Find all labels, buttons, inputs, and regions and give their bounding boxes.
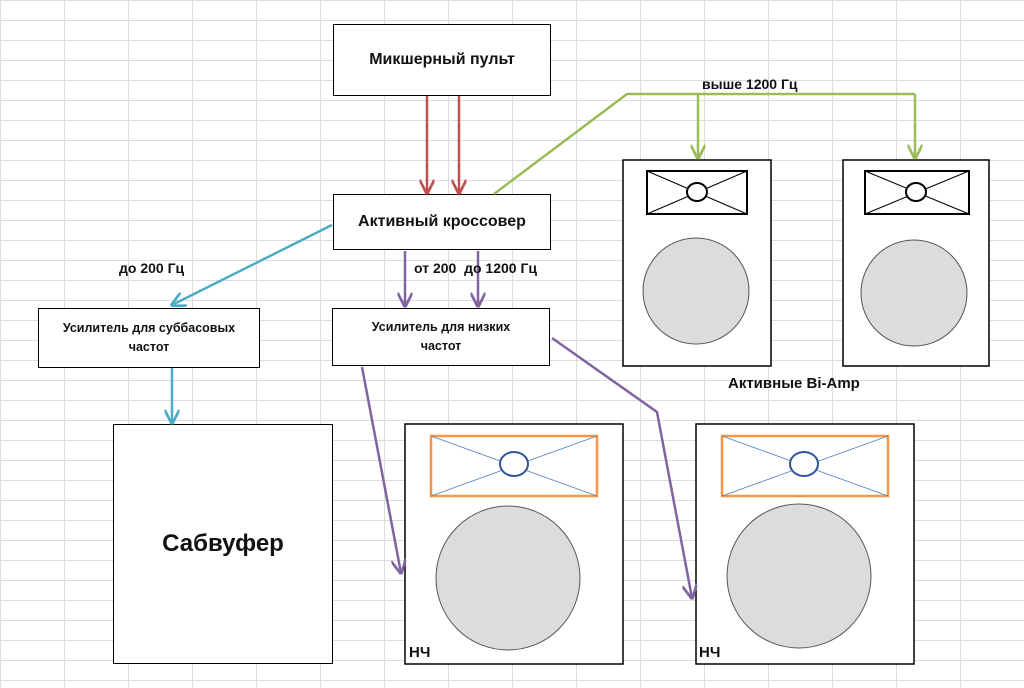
high-band-label: выше 1200 Гц	[702, 76, 798, 92]
lf-speaker-right	[695, 423, 915, 665]
low-frequency-amplifier-line1: Усилитель для низких	[371, 319, 511, 334]
lowamp-to-lf-right-arrow	[551, 336, 692, 598]
subwoofer-label: Сабвуфер	[162, 530, 284, 557]
low-frequency-amplifier-box: Усилитель для низких частот	[332, 308, 550, 366]
high-band-line	[493, 92, 915, 195]
subbass-amplifier-line2: частот	[128, 340, 170, 354]
lowamp-to-lf-left-arrow	[360, 366, 401, 573]
low-frequency-amplifier-line2: частот	[420, 339, 462, 353]
woofer-icon	[860, 239, 968, 347]
mixing-console-label: Микшерный пульт	[369, 51, 515, 68]
active-crossover-box: Активный кроссовер	[333, 194, 551, 250]
bi-amp-speaker-right	[842, 159, 990, 367]
lf-right-label: НЧ	[699, 644, 721, 661]
lf-left-label: НЧ	[409, 644, 431, 661]
horn-panel-icon	[429, 434, 599, 498]
woofer-icon	[642, 237, 750, 345]
subbass-amplifier-label: Усилитель для суббасовых частот	[63, 319, 235, 358]
subbass-amplifier-box: Усилитель для суббасовых частот	[38, 308, 260, 368]
tweeter-icon	[646, 170, 748, 215]
sub-band-label: до 200 Гц	[119, 260, 185, 276]
mid-band-label: от 200 до 1200 Гц	[414, 260, 537, 276]
woofer-icon	[435, 505, 581, 651]
low-frequency-amplifier-label: Усилитель для низких частот	[372, 318, 510, 357]
subwoofer-box: Сабвуфер	[113, 424, 333, 664]
tweeter-icon	[864, 170, 970, 215]
horn-panel-icon	[720, 434, 890, 498]
lf-speaker-left	[404, 423, 624, 665]
active-crossover-label: Активный кроссовер	[358, 213, 526, 230]
sub-band-arrow	[172, 223, 333, 305]
bi-amp-speaker-left	[622, 159, 772, 367]
woofer-icon	[726, 503, 872, 649]
subbass-amplifier-line1: Усилитель для суббасовых	[62, 320, 236, 335]
bi-amp-speakers-label: Активные Bi-Amp	[728, 375, 860, 392]
mixing-console-box: Микшерный пульт	[333, 24, 551, 96]
